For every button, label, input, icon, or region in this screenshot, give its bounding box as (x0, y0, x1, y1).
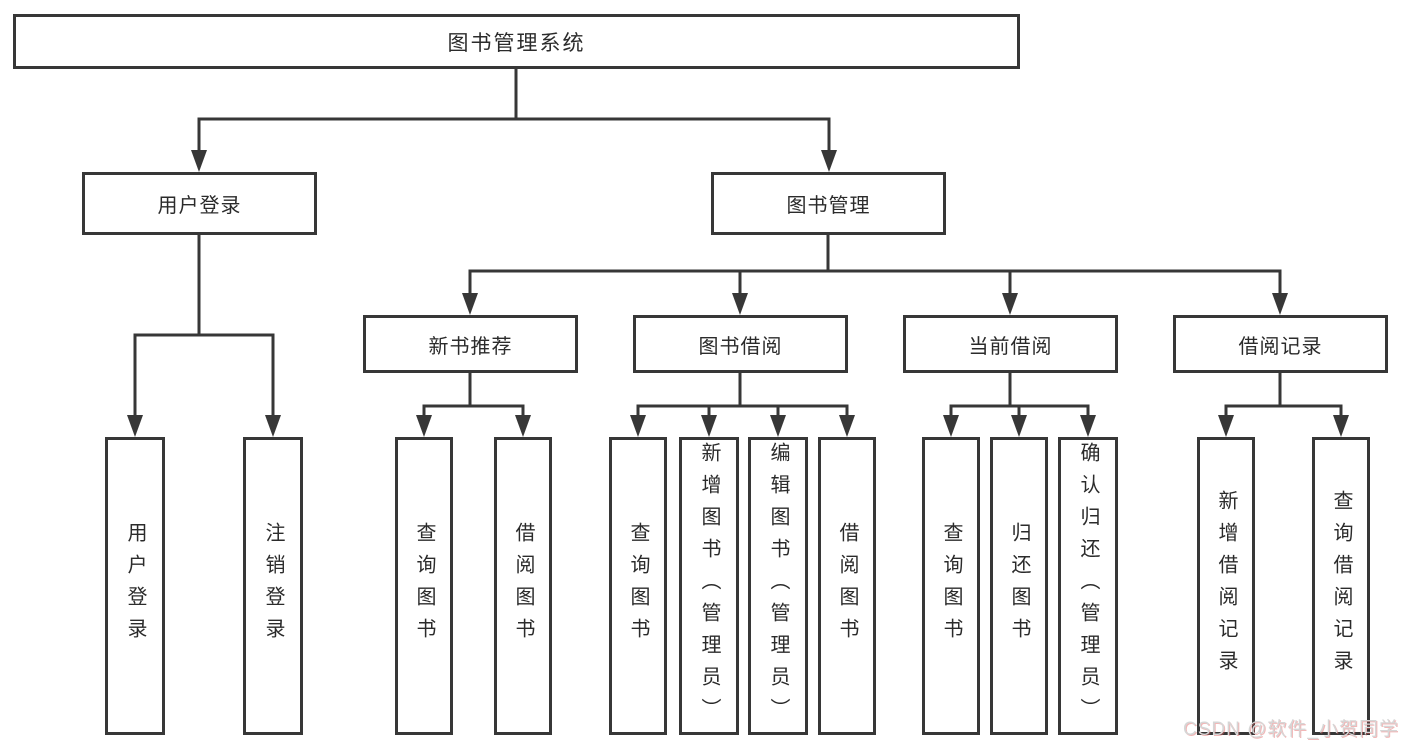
leaf-user-login: 用户登录 (105, 437, 165, 735)
leaf-br-query-record-label: 查询借阅记录 (1330, 490, 1352, 682)
node-new-book-recommend: 新书推荐 (363, 315, 578, 373)
node-user-login: 用户登录 (82, 172, 317, 235)
leaf-bb-query-book: 查询图书 (609, 437, 667, 735)
leaf-bb-add-book: 新增图书（管理员） (679, 437, 739, 735)
node-library-management-system: 图书管理系统 (13, 14, 1020, 69)
leaf-logout-label: 注销登录 (262, 522, 284, 650)
leaf-rec-borrow-book-label: 借阅图书 (512, 522, 534, 650)
node-user-login-label: 用户登录 (157, 195, 242, 217)
node-book-borrow-label: 图书借阅 (698, 335, 783, 358)
leaf-rec-query-book-label: 查询图书 (413, 522, 435, 650)
node-book-management: 图书管理 (711, 172, 946, 235)
leaf-bb-edit-book: 编辑图书（管理员） (748, 437, 808, 735)
csdn-watermark: CSDN @软件_小贺同学 (1183, 719, 1399, 740)
node-current-borrow: 当前借阅 (903, 315, 1118, 373)
node-borrow-record: 借阅记录 (1173, 315, 1388, 373)
leaf-cb-query-book: 查询图书 (922, 437, 980, 735)
leaf-rec-borrow-book: 借阅图书 (494, 437, 552, 735)
leaf-cb-return-book: 归还图书 (990, 437, 1048, 735)
leaf-br-add-record: 新增借阅记录 (1197, 437, 1255, 735)
leaf-br-add-record-label: 新增借阅记录 (1215, 490, 1237, 682)
node-library-management-system-label: 图书管理系统 (447, 31, 586, 55)
leaf-user-login-label: 用户登录 (124, 522, 146, 650)
leaf-cb-confirm-return: 确认归还（管理员） (1058, 437, 1118, 735)
leaf-cb-query-book-label: 查询图书 (940, 522, 962, 650)
leaf-rec-query-book: 查询图书 (395, 437, 453, 735)
leaf-logout: 注销登录 (243, 437, 303, 735)
leaf-cb-return-book-label: 归还图书 (1008, 522, 1030, 650)
leaf-bb-borrow-book: 借阅图书 (818, 437, 876, 735)
arrowhead-icons (127, 150, 1349, 437)
leaf-cb-confirm-return-label: 确认归还（管理员） (1077, 442, 1099, 730)
leaf-br-query-record: 查询借阅记录 (1312, 437, 1370, 735)
leaf-bb-add-book-label: 新增图书（管理员） (698, 442, 720, 730)
node-book-management-label: 图书管理 (786, 195, 871, 217)
leaf-bb-query-book-label: 查询图书 (627, 522, 649, 650)
node-new-book-recommend-label: 新书推荐 (428, 335, 513, 358)
leaf-bb-edit-book-label: 编辑图书（管理员） (767, 442, 789, 730)
leaf-bb-borrow-book-label: 借阅图书 (836, 522, 858, 650)
node-borrow-record-label: 借阅记录 (1238, 335, 1323, 358)
node-current-borrow-label: 当前借阅 (968, 335, 1053, 358)
node-book-borrow: 图书借阅 (633, 315, 848, 373)
